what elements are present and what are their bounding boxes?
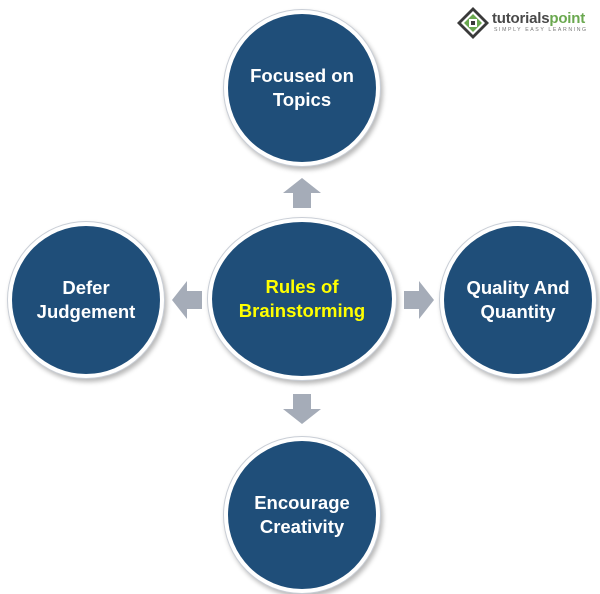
node-focused-on-topics: Focused on Topics (228, 14, 376, 162)
logo-mark-icon (457, 7, 489, 39)
arrow-up-icon (283, 178, 321, 208)
node-label-right: Quality And Quantity (466, 277, 570, 322)
node-label-left: Defer Judgement (36, 277, 136, 322)
logo-name-part2: point (549, 10, 586, 27)
node-label-bottom: Encourage Creativity (254, 492, 350, 537)
logo-name-part1: tutorials (492, 10, 550, 27)
node-label-top: Focused on Topics (250, 65, 354, 110)
node-rules-of-brainstorming: Rules of Brainstorming (212, 222, 392, 376)
logo-wordmark: tutorialspoint (492, 10, 585, 27)
logo-tagline: SIMPLY EASY LEARNING (494, 27, 588, 33)
node-defer-judgement: Defer Judgement (12, 226, 160, 374)
arrow-right-icon (404, 281, 434, 319)
node-encourage-creativity: Encourage Creativity (228, 441, 376, 589)
arrow-down-icon (283, 394, 321, 424)
node-quality-and-quantity: Quality And Quantity (444, 226, 592, 374)
tutorialspoint-logo: tutorialspoint SIMPLY EASY LEARNING (452, 2, 596, 44)
node-label-center: Rules of Brainstorming (238, 276, 366, 321)
arrow-left-icon (172, 281, 202, 319)
